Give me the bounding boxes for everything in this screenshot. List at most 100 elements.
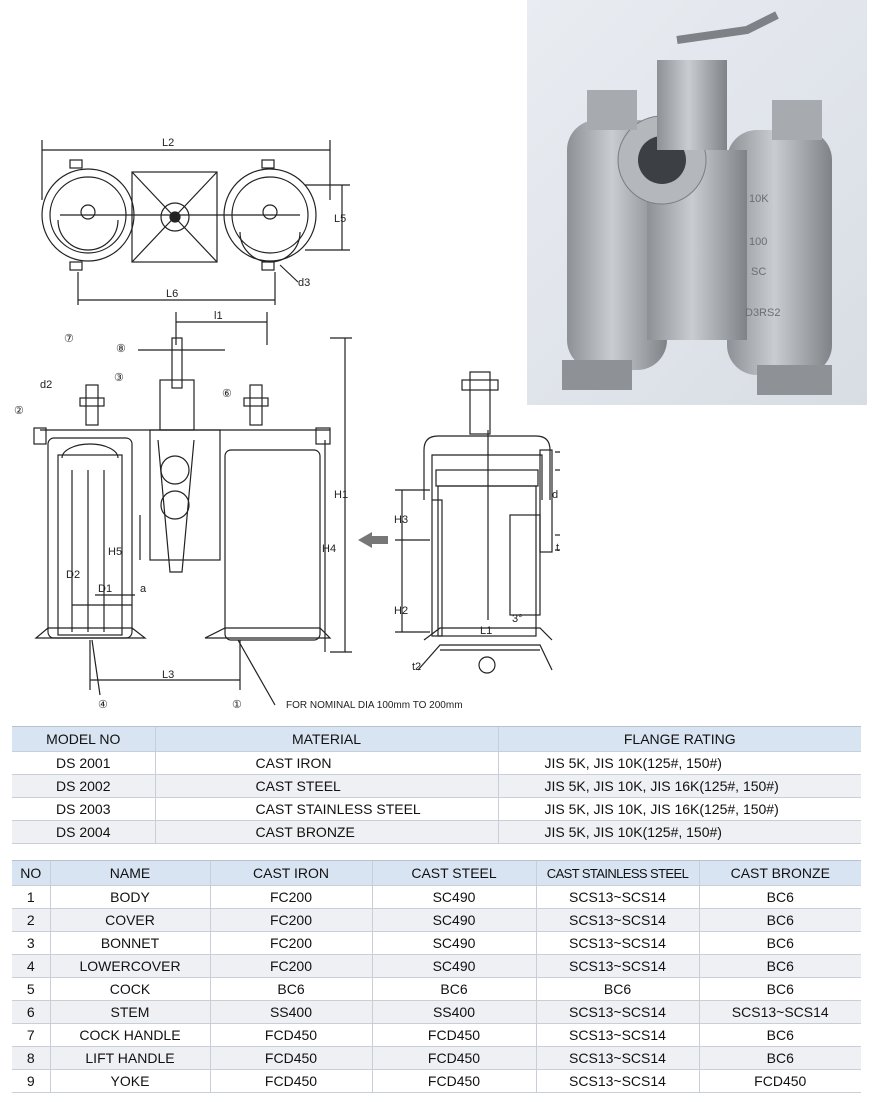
cast-iron-spec: FC200 (209, 931, 372, 955)
nominal-dia-note: FOR NOMINAL DIA 100mm TO 200mm (286, 700, 463, 711)
cast-iron-spec: FC200 (209, 908, 372, 932)
callout-4: ④ (98, 699, 108, 711)
dim-l3: L3 (162, 669, 174, 681)
dim-h3: H3 (394, 514, 408, 526)
part-name: LIFT HANDLE (49, 1046, 210, 1070)
part-no: 9 (12, 1069, 50, 1093)
dim-h5: H5 (108, 546, 122, 558)
product-photo: 10K 100 SC D3RS2 (527, 0, 867, 405)
callout-8: ⑧ (116, 343, 126, 355)
top-view (41, 140, 350, 305)
flange-rating: JIS 5K, JIS 10K(125#, 150#) (497, 751, 861, 775)
cast-stainless-spec: SCS13~SCS14 (535, 1023, 699, 1047)
header-no: NO (12, 860, 50, 886)
cast-stainless-spec: SCS13~SCS14 (535, 885, 699, 909)
cast-stainless-spec: SCS13~SCS14 (535, 931, 699, 955)
cast-bronze-spec: FCD450 (698, 1069, 861, 1093)
cast-stainless-spec: SCS13~SCS14 (535, 908, 699, 932)
cast-mark-d3rs2: D3RS2 (745, 307, 780, 319)
callout-1: ① (232, 699, 242, 711)
part-name: LOWERCOVER (49, 954, 210, 978)
dim-d2-small: d2 (40, 379, 52, 391)
cast-stainless-spec: SCS13~SCS14 (535, 1000, 699, 1024)
material: CAST IRON (154, 751, 498, 775)
cast-steel-spec: BC6 (371, 977, 536, 1001)
cast-steel-spec: SS400 (371, 1000, 536, 1024)
cast-steel-spec: SC490 (371, 931, 536, 955)
dim-angle: 3° (512, 613, 523, 625)
side-view (395, 371, 560, 674)
part-name: COCK HANDLE (49, 1023, 210, 1047)
model-no: DS 2002 (12, 774, 155, 798)
cast-stainless-spec: SCS13~SCS14 (535, 954, 699, 978)
part-no: 7 (12, 1023, 50, 1047)
cast-bronze-spec: SCS13~SCS14 (698, 1000, 861, 1024)
header-cast-iron: CAST IRON (209, 860, 372, 886)
flange-rating: JIS 5K, JIS 10K, JIS 16K(125#, 150#) (497, 797, 861, 821)
cast-steel-spec: SC490 (371, 885, 536, 909)
header-cast-bronze: CAST BRONZE (698, 860, 861, 886)
header-model-no: MODEL NO (12, 726, 155, 752)
header-cast-steel: CAST STEEL (371, 860, 536, 886)
part-name: YOKE (49, 1069, 210, 1093)
callout-2: ② (14, 405, 24, 417)
cast-steel-spec: FCD450 (371, 1046, 536, 1070)
part-name: BONNET (49, 931, 210, 955)
part-no: 8 (12, 1046, 50, 1070)
front-view (33, 312, 352, 706)
dim-l1: l1 (214, 310, 223, 322)
table-row: DS 2003 CAST STAINLESS STEEL JIS 5K, JIS… (12, 797, 861, 821)
dim-h4: H4 (322, 543, 336, 555)
cast-bronze-spec: BC6 (698, 1023, 861, 1047)
dim-t2: t2 (412, 661, 421, 673)
dim-d: d (552, 489, 558, 501)
cast-bronze-spec: BC6 (698, 954, 861, 978)
header-flange-rating: FLANGE RATING (497, 726, 861, 752)
cast-bronze-spec: BC6 (698, 885, 861, 909)
cast-iron-spec: FC200 (209, 885, 372, 909)
material: CAST STAINLESS STEEL (154, 797, 498, 821)
dim-a: a (140, 583, 147, 595)
table-row: DS 2002 CAST STEEL JIS 5K, JIS 10K, JIS … (12, 774, 861, 798)
callout-6: ⑥ (222, 388, 232, 400)
cast-iron-spec: FCD450 (209, 1046, 372, 1070)
cast-mark-sc: SC (751, 266, 766, 278)
cast-bronze-spec: BC6 (698, 931, 861, 955)
cast-stainless-spec: SCS13~SCS14 (535, 1069, 699, 1093)
cast-iron-spec: BC6 (209, 977, 372, 1001)
flow-arrows (358, 532, 388, 548)
header-cast-stainless-steel: CAST STAINLESS STEEL (535, 860, 699, 886)
dim-l5: L5 (334, 213, 346, 225)
model-table-header: MODEL NO MATERIAL FLANGE RATING (12, 726, 861, 752)
model-no: DS 2004 (12, 820, 155, 844)
model-no: DS 2001 (12, 751, 155, 775)
model-table: MODEL NO MATERIAL FLANGE RATING DS 2001 … (12, 726, 861, 844)
dim-d2: D2 (66, 569, 80, 581)
cast-iron-spec: FC200 (209, 954, 372, 978)
cast-steel-spec: SC490 (371, 908, 536, 932)
dim-l2: L2 (162, 137, 174, 149)
cast-iron-spec: FCD450 (209, 1069, 372, 1093)
strainer-body (562, 11, 832, 395)
dim-d1: D1 (98, 583, 112, 595)
dim-t1: t1 (556, 542, 560, 554)
cast-stainless-spec: BC6 (535, 977, 699, 1001)
part-no: 2 (12, 908, 50, 932)
cast-iron-spec: FCD450 (209, 1023, 372, 1047)
parts-table-header: NO NAME CAST IRON CAST STEEL CAST STAINL… (12, 860, 861, 886)
part-name: COVER (49, 908, 210, 932)
part-no: 3 (12, 931, 50, 955)
part-name: STEM (49, 1000, 210, 1024)
table-row: DS 2004 CAST BRONZE JIS 5K, JIS 10K(125#… (12, 820, 861, 844)
part-no: 1 (12, 885, 50, 909)
strainer-photo-illustration: 10K 100 SC D3RS2 (562, 11, 832, 395)
flange-rating: JIS 5K, JIS 10K, JIS 16K(125#, 150#) (497, 774, 861, 798)
